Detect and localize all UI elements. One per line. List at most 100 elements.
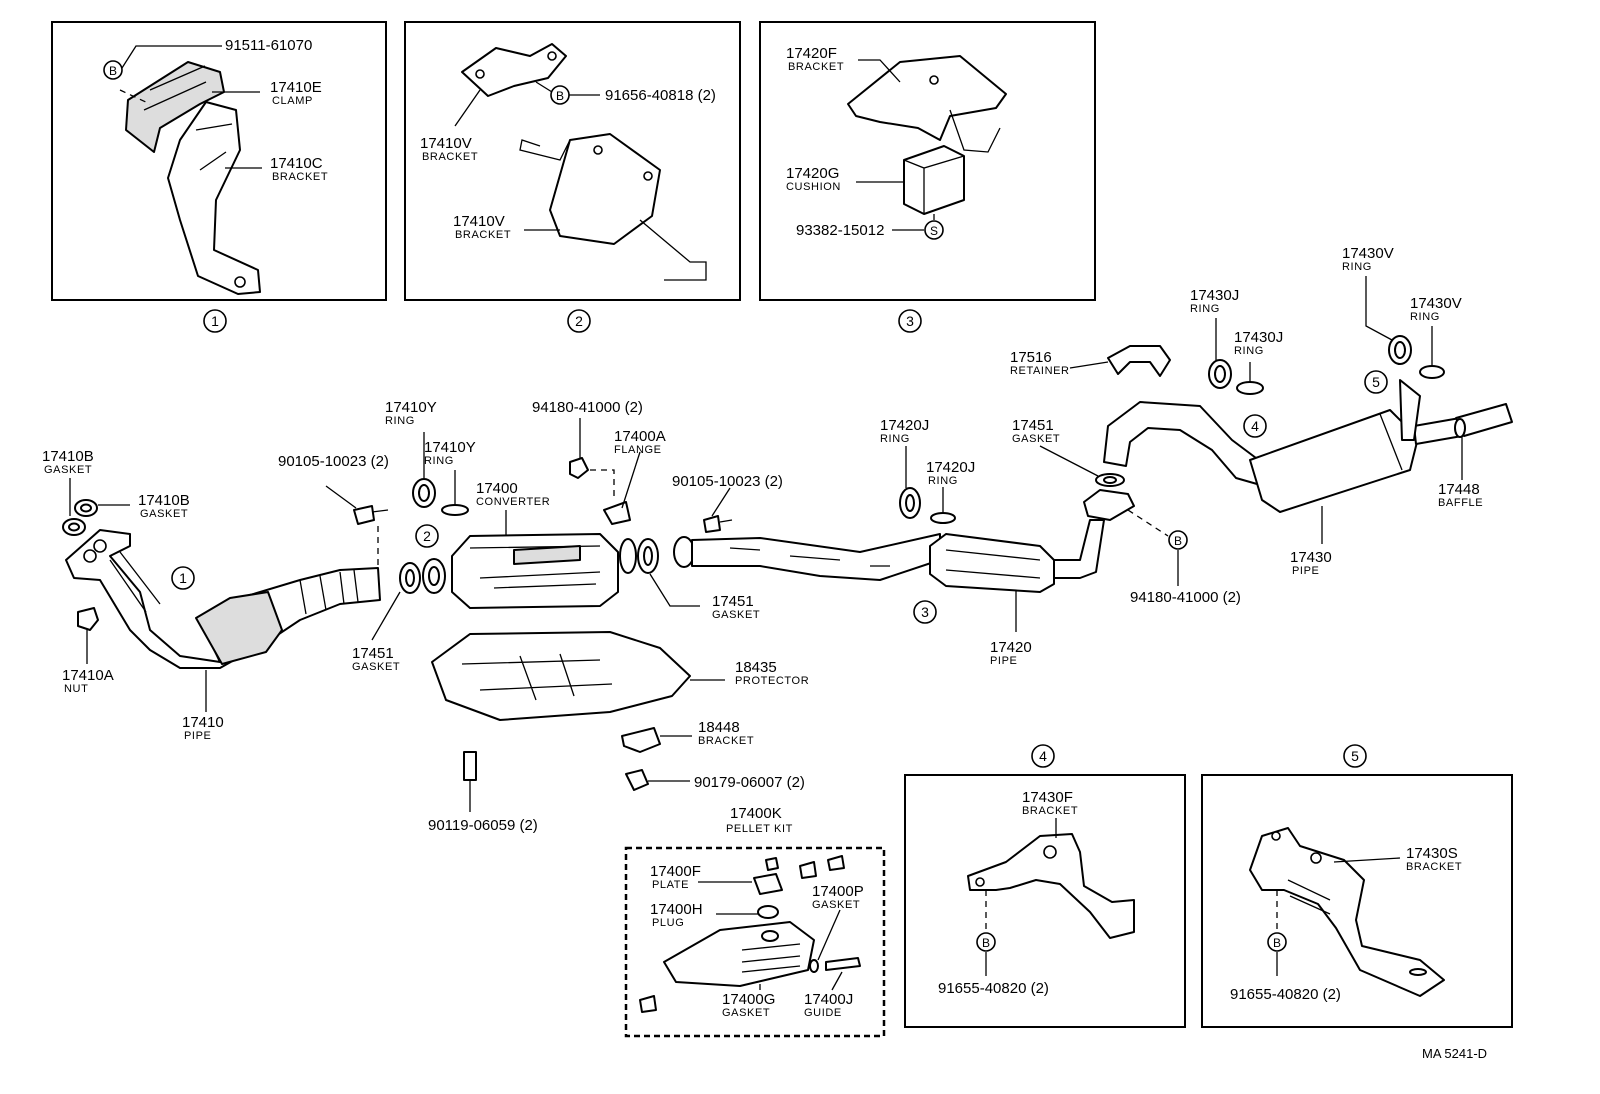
callout-17430f-name: BRACKET <box>1022 805 1078 817</box>
bolt-marker-b-1: B <box>103 60 123 80</box>
protector-18435-drawing <box>431 631 691 721</box>
detail-box-1 <box>51 21 387 301</box>
gasket-17451-a2 <box>422 558 446 594</box>
callout-17410b-a: 17410B <box>42 448 94 465</box>
callout-17420: 17420 <box>990 639 1032 656</box>
svg-text:B: B <box>556 89 564 103</box>
callout-17410y-b-name: RING <box>424 455 454 467</box>
callout-17400p-name: GASKET <box>812 899 860 911</box>
callout-17451-a-name: GASKET <box>352 661 400 673</box>
callout-17400p: 17400P <box>812 883 864 900</box>
callout-17430v-b-name: RING <box>1410 311 1440 323</box>
gasket-17451-a <box>399 562 421 594</box>
svg-text:5: 5 <box>1372 374 1380 390</box>
callout-17400a-name: FLANGE <box>614 444 662 456</box>
callout-18448-name: BRACKET <box>698 735 754 747</box>
callout-17420j-b-name: RING <box>928 475 958 487</box>
callout-17410-name: PIPE <box>184 730 211 742</box>
ring-17430j-b <box>1236 381 1264 395</box>
callout-17410b-b-name: GASKET <box>140 508 188 520</box>
callout-17420g-name: CUSHION <box>786 181 841 193</box>
bolt-marker-b-2: B <box>550 85 570 105</box>
callout-17420f: 17420F <box>786 45 837 62</box>
svg-text:B: B <box>1273 936 1281 950</box>
callout-17410e: 17410E <box>270 79 322 96</box>
callout-17430s: 17430S <box>1406 845 1458 862</box>
callout-17430j-a-name: RING <box>1190 303 1220 315</box>
detail-box-2 <box>404 21 741 301</box>
view-number-3: 3 <box>898 309 922 333</box>
gasket-17410b-b <box>74 499 98 517</box>
location-marker-3: 3 <box>913 600 937 624</box>
callout-94180-41000-b: 94180-41000 (2) <box>1130 589 1241 606</box>
bracket-17420f-drawing <box>847 55 1007 153</box>
callout-90119-06059: 90119-06059 (2) <box>428 817 538 834</box>
callout-17430s-name: BRACKET <box>1406 861 1462 873</box>
callout-93382-15012: 93382-15012 <box>796 222 884 239</box>
view-number-1: 1 <box>203 309 227 333</box>
pipe-17420-drawing <box>929 489 1135 593</box>
callout-17410v-upper-name: BRACKET <box>422 151 478 163</box>
callout-17430: 17430 <box>1290 549 1332 566</box>
bracket-17430s-drawing <box>1249 827 1445 997</box>
gasket-17410b-a <box>62 518 86 536</box>
callout-17516-name: RETAINER <box>1010 365 1070 377</box>
pellet-kit-box <box>624 846 886 1038</box>
callout-91656-40818: 91656-40818 (2) <box>605 87 716 104</box>
callout-17430j-b: 17430J <box>1234 329 1283 346</box>
callout-17420-name: PIPE <box>990 655 1017 667</box>
bolt-marker-b-4: B <box>976 932 996 952</box>
callout-17410y-b: 17410Y <box>424 439 476 456</box>
callout-17410y-a: 17410Y <box>385 399 437 416</box>
callout-18448: 18448 <box>698 719 740 736</box>
callout-17448: 17448 <box>1438 481 1480 498</box>
callout-17400k-name: PELLET KIT <box>726 823 793 835</box>
callout-17410v-upper: 17410V <box>420 135 472 152</box>
location-marker-4: 4 <box>1243 414 1267 438</box>
svg-text:4: 4 <box>1251 418 1259 434</box>
callout-18435: 18435 <box>735 659 777 676</box>
callout-17451-c: 17451 <box>1012 417 1054 434</box>
callout-90179-06007: 90179-06007 (2) <box>694 774 805 791</box>
svg-text:S: S <box>930 224 938 238</box>
detail-box-3 <box>759 21 1096 301</box>
ring-17430v-a <box>1388 335 1412 365</box>
callout-17400g-name: GASKET <box>722 1007 770 1019</box>
callout-17410b-a-name: GASKET <box>44 464 92 476</box>
callout-17410a: 17410A <box>62 667 114 684</box>
callout-17430j-a: 17430J <box>1190 287 1239 304</box>
callout-17430-name: PIPE <box>1292 565 1319 577</box>
pellet-kit-parts-drawing <box>639 855 861 1013</box>
ring-17420j-b <box>930 512 956 524</box>
callout-17451-b: 17451 <box>712 593 754 610</box>
location-marker-5: 5 <box>1364 370 1388 394</box>
clamp-17410e-drawing <box>125 61 225 153</box>
view-number-4: 4 <box>1031 744 1055 768</box>
svg-text:1: 1 <box>179 570 187 586</box>
callout-90105-10023-b: 90105-10023 (2) <box>672 473 783 490</box>
callout-17400: 17400 <box>476 480 518 497</box>
callout-17516: 17516 <box>1010 349 1052 366</box>
callout-17410c: 17410C <box>270 155 323 172</box>
callout-90105-10023-a: 90105-10023 (2) <box>278 453 389 470</box>
svg-text:4: 4 <box>1039 748 1047 764</box>
callout-17410c-name: BRACKET <box>272 171 328 183</box>
ring-17410y-b <box>441 504 469 516</box>
location-marker-2: 2 <box>415 524 439 548</box>
callout-17451-c-name: GASKET <box>1012 433 1060 445</box>
callout-17430v-a-name: RING <box>1342 261 1372 273</box>
callout-17400j: 17400J <box>804 991 853 1008</box>
svg-text:5: 5 <box>1351 748 1359 764</box>
callout-17420g: 17420G <box>786 165 839 182</box>
callout-17430v-b: 17430V <box>1410 295 1462 312</box>
callout-91511-61070: 91511-61070 <box>225 37 312 54</box>
callout-17400k: 17400K <box>730 805 782 822</box>
diagram-code: MA 5241-D <box>1422 1046 1487 1061</box>
callout-17410y-a-name: RING <box>385 415 415 427</box>
ring-17420j-a <box>899 487 921 519</box>
callout-17430v-a: 17430V <box>1342 245 1394 262</box>
location-marker-1: 1 <box>171 566 195 590</box>
retainer-17516 <box>1107 345 1171 377</box>
bolt-90105-10023-a <box>353 505 389 525</box>
